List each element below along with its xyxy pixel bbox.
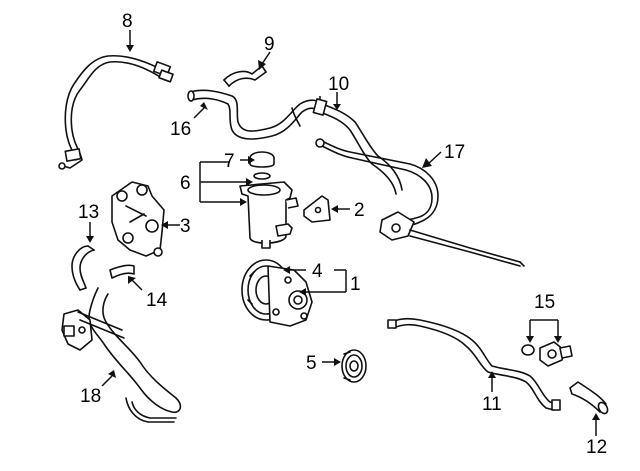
part-17-return-tube [315, 138, 525, 267]
callout-10: 10 [328, 74, 349, 95]
part-1-pump-assembly [241, 259, 313, 327]
callout-4: 4 [312, 261, 323, 282]
callout-5: 5 [306, 353, 317, 374]
leader-lines [86, 30, 600, 436]
callout-7: 7 [224, 151, 235, 172]
part-3-pump-bracket [111, 181, 165, 257]
callout-3: 3 [180, 216, 191, 237]
callout-1: 1 [350, 274, 361, 295]
callout-2: 2 [354, 200, 365, 221]
part-12-hose [569, 381, 609, 415]
callout-14: 14 [146, 290, 168, 311]
part-13-hose [71, 245, 95, 291]
part-5-pulley [341, 349, 367, 383]
callout-labels: 8 9 10 16 17 7 6 2 3 13 14 4 1 5 15 11 1… [78, 11, 607, 458]
callout-18: 18 [80, 386, 101, 407]
part-8-pressure-hose [58, 54, 174, 170]
part-14-small-hose [109, 264, 135, 279]
callout-11: 11 [482, 394, 502, 415]
callout-15: 15 [534, 292, 555, 313]
callout-9: 9 [264, 34, 275, 55]
part-9-small-hose [223, 65, 267, 87]
callout-6: 6 [180, 173, 191, 194]
part-11-tube [387, 317, 561, 411]
part-16-10-return-hose [187, 89, 403, 195]
callout-12: 12 [586, 437, 607, 458]
part-18-hose-assembly [61, 287, 182, 423]
part-6-reservoir [239, 151, 299, 249]
callout-13: 13 [78, 202, 99, 223]
callout-8: 8 [122, 11, 133, 32]
part-15-fitting [521, 341, 573, 367]
part-2-bracket [303, 195, 331, 223]
callout-16: 16 [170, 119, 191, 140]
callout-17: 17 [444, 142, 465, 163]
